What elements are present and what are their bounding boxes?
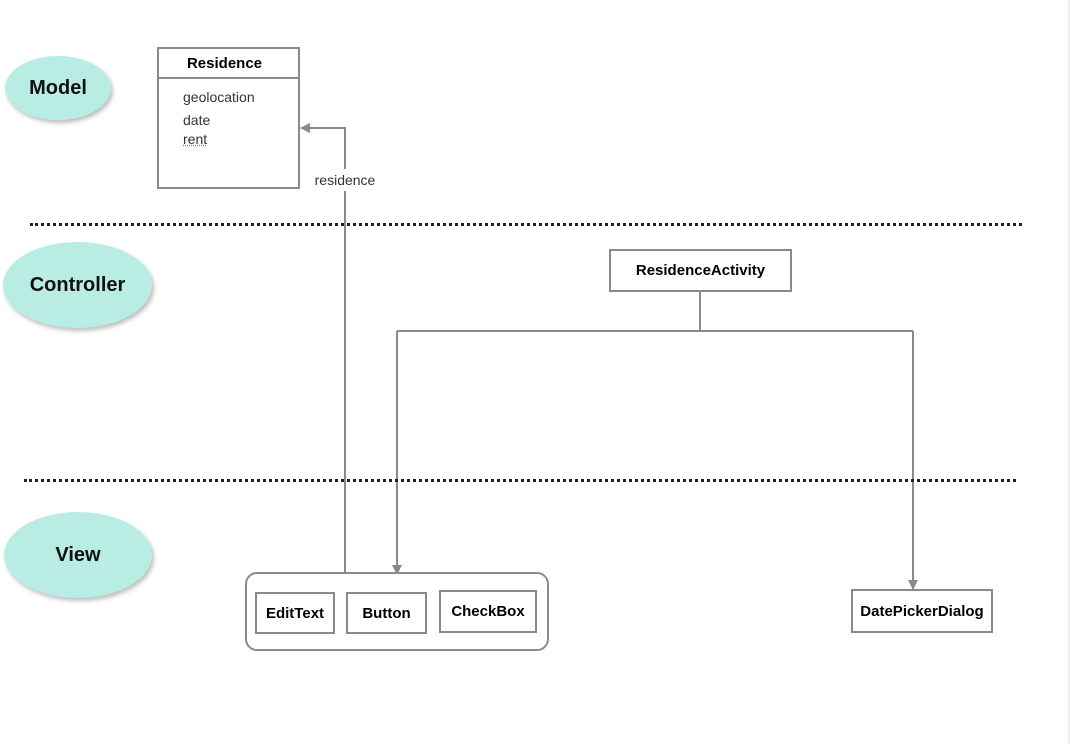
field-rent: rent	[183, 131, 208, 147]
residence-edge-label: residence	[305, 169, 385, 191]
checkbox-box: CheckBox	[439, 590, 537, 633]
model-layer-label: Model	[5, 56, 111, 120]
residence-class-box: Residence geolocation date rent	[157, 47, 300, 189]
controller-view-separator	[24, 479, 1016, 482]
edittext-box: EditText	[255, 592, 335, 634]
right-edge-divider	[1068, 0, 1070, 744]
residence-association-line	[300, 123, 346, 573]
residence-class-name: Residence	[159, 49, 298, 79]
view-layer-label: View	[4, 512, 152, 598]
field-date: date	[183, 112, 211, 128]
model-controller-separator	[30, 223, 1022, 226]
datepicker-dialog-box: DatePickerDialog	[851, 589, 993, 633]
residence-activity-box: ResidenceActivity	[609, 249, 792, 292]
controller-layer-label: Controller	[3, 242, 152, 328]
button-box: Button	[346, 592, 427, 634]
field-geolocation: geolocation	[183, 89, 255, 105]
